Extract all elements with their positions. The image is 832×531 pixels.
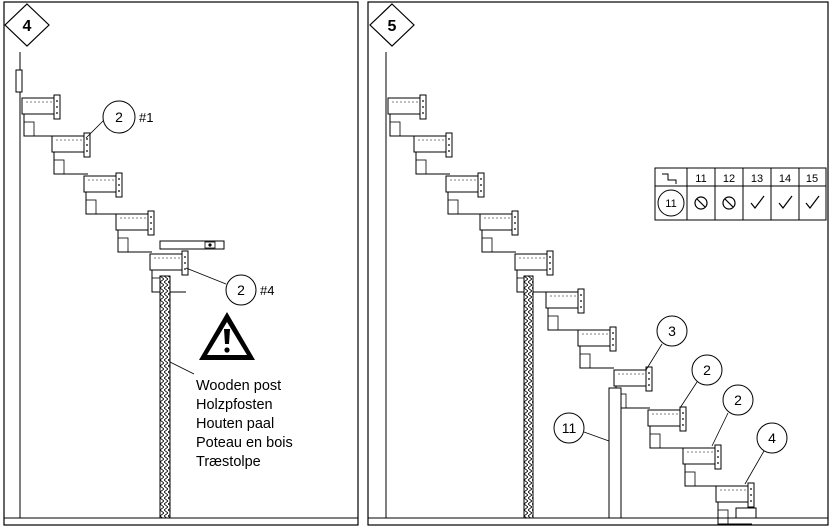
table-header: 11 [695, 173, 706, 185]
callout-part-11: 11 [553, 412, 610, 444]
table-header: 12 [723, 173, 735, 185]
callout-suffix: #4 [260, 283, 274, 298]
stair-symbol-icon [662, 173, 677, 184]
step-number: 5 [388, 18, 397, 35]
step-number-badge: 5 [369, 3, 415, 47]
check-icon [805, 195, 820, 209]
warning-line: Wooden post [196, 378, 281, 394]
not-allowed-icon [694, 196, 708, 210]
callout-number: 3 [668, 323, 676, 339]
callout-number: 4 [768, 430, 776, 446]
spirit-level-icon [159, 240, 225, 250]
not-allowed-icon [722, 196, 736, 210]
callout-part-4: 4 [744, 422, 788, 485]
warning-line: Træstolpe [196, 454, 261, 470]
callout-number: 2 [115, 109, 123, 125]
table-part-circle [657, 189, 685, 217]
table-header: 13 [751, 173, 763, 185]
wooden-post [159, 275, 171, 519]
callout-suffix: #1 [139, 110, 153, 125]
foot-plate [735, 507, 757, 519]
support-pole [608, 387, 622, 519]
callout-number: 11 [562, 420, 577, 436]
callout-part-3: 3 [645, 315, 688, 371]
check-icon [778, 195, 793, 209]
callout-part-2-first: 2 #1 [85, 100, 153, 139]
step-number-badge: 4 [4, 3, 50, 47]
warning-line: Poteau en bois [196, 435, 293, 451]
panel-step-4: 4 2 #1 2 #4 Wooden post Holzpfosten H [3, 1, 359, 526]
callout-part-2-fourth: 2 #4 [185, 267, 274, 306]
warning-leader [169, 361, 195, 375]
wooden-post [523, 275, 534, 519]
check-icon [750, 195, 765, 209]
table-header: 14 [779, 173, 791, 185]
warning-line: Houten paal [196, 416, 274, 432]
table-part-number: 11 [665, 198, 676, 210]
panel-step-5: 5 11 12 13 14 15 11 [367, 1, 829, 526]
table-header: 15 [806, 173, 818, 185]
warning-line: Holzpfosten [196, 397, 273, 413]
step-number: 4 [23, 18, 32, 35]
compatibility-table: 11 12 13 14 15 11 [654, 167, 827, 221]
callout-number: 2 [703, 362, 711, 378]
callout-part-2: 2 [711, 384, 754, 447]
warning-label: Wooden post Holzpfosten Houten paal Pote… [196, 378, 293, 470]
panel-frame [367, 1, 829, 526]
wall-bracket [15, 69, 23, 93]
warning-icon [199, 312, 255, 360]
callout-part-2: 2 [679, 354, 723, 409]
callout-number: 2 [734, 392, 742, 408]
callout-number: 2 [237, 282, 245, 298]
